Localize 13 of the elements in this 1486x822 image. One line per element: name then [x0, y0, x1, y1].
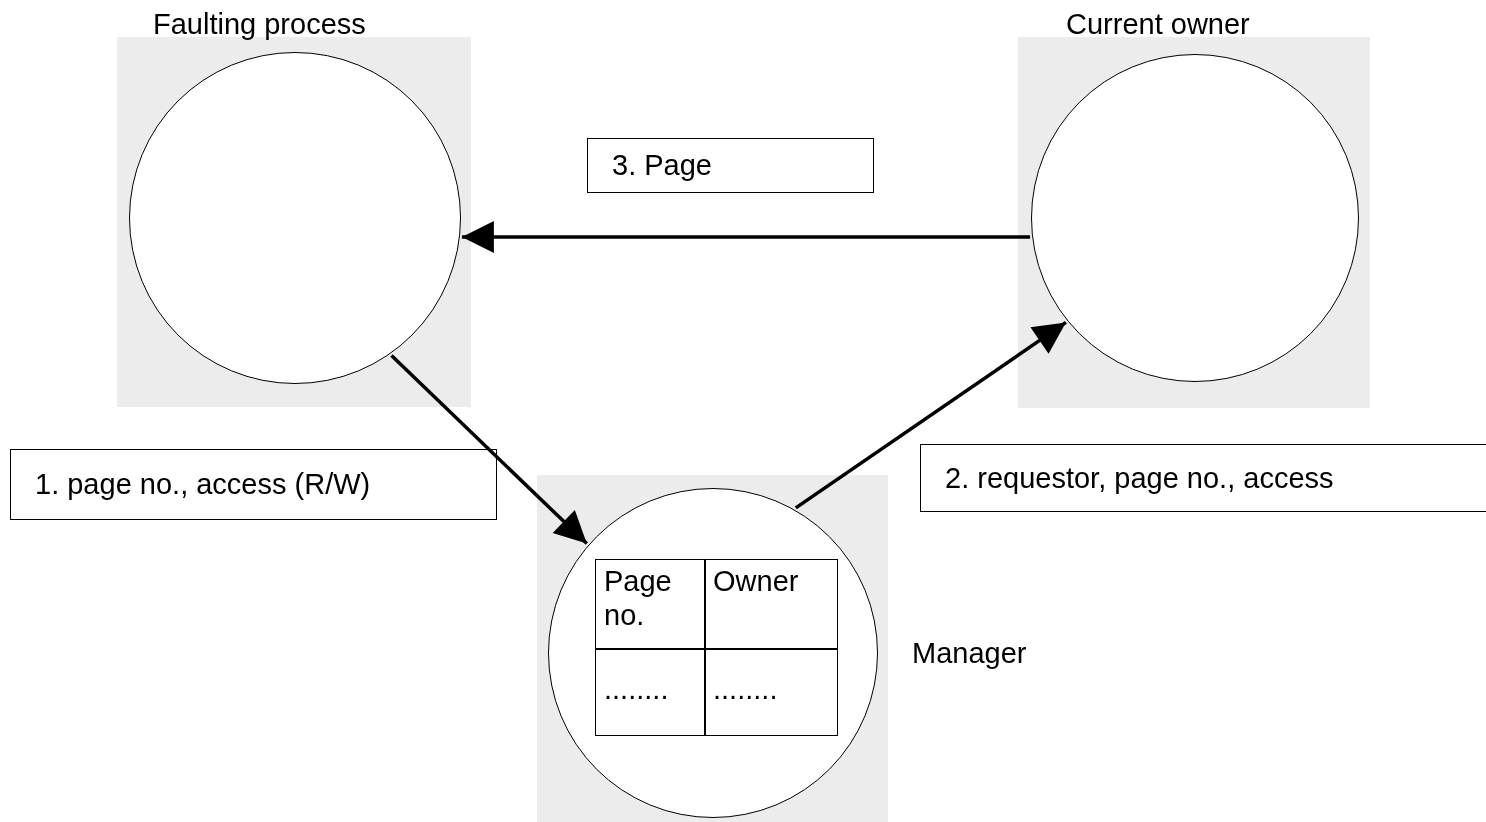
edge-label: 2. requestor, page no., access — [920, 444, 1486, 512]
table-cell-text: Page no. — [603, 564, 673, 633]
caption-text: Current owner — [1066, 8, 1250, 41]
table-cell-text: ........ — [603, 672, 670, 707]
arrow — [794, 320, 1067, 510]
edge-label: 1. page no., access (R/W) — [10, 449, 497, 520]
arrow — [390, 354, 588, 545]
table-cell-text: ........ — [712, 672, 779, 707]
caption-text: Manager — [912, 637, 1027, 670]
table-cell-text: Owner — [712, 564, 800, 599]
edge-label: 3. Page — [587, 138, 874, 193]
arrow — [461, 221, 1031, 253]
caption-text: Faulting process — [153, 8, 366, 41]
